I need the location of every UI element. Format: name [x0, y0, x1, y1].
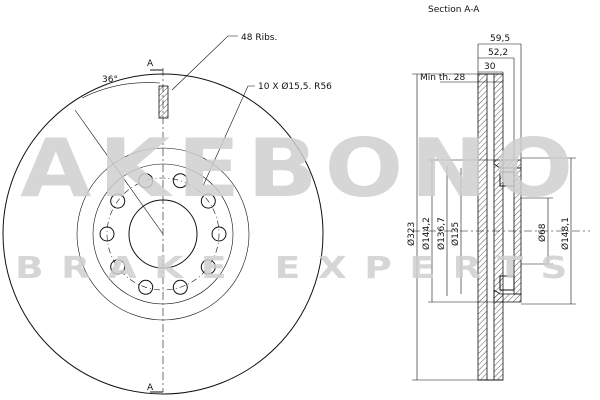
dim-d136: Ø136,7	[436, 217, 447, 250]
bolt-hole	[200, 193, 216, 209]
outer-face-section	[477, 73, 488, 381]
dim-d135: Ø135	[450, 222, 461, 246]
bolt-holes	[99, 173, 227, 295]
ribs-label: 48 Ribs.	[241, 33, 277, 43]
bolt-hole	[138, 279, 154, 295]
hat-top-wall	[493, 159, 522, 169]
section-view	[412, 43, 590, 381]
bolt-hole	[211, 226, 227, 242]
watermark-logo: AKEBONO	[20, 122, 580, 215]
bolt-hole	[200, 259, 216, 275]
section-marker-top: A	[147, 59, 154, 69]
watermark-tagline: BRAKE EXPERTS	[15, 251, 585, 286]
hat-bolt-hole	[499, 171, 515, 187]
holes-label: 10 X Ø15,5. R56	[258, 81, 332, 92]
dim-width-total: 59,5	[490, 34, 510, 44]
dim-width-disc: 30	[484, 62, 496, 72]
holes-leader	[202, 85, 255, 187]
dim-d148: Ø148,1	[560, 217, 571, 250]
bolt-circle	[106, 177, 220, 291]
front-view	[2, 35, 324, 395]
bolt-hole	[138, 173, 154, 189]
min-thickness-label: Min th. 28	[420, 73, 466, 83]
watermark: AKEBONO BRAKE EXPERTS	[15, 122, 585, 286]
angle-arc	[81, 82, 161, 99]
angle-leg-left	[74, 109, 164, 235]
dim-d68: Ø68	[537, 223, 548, 242]
section-marker-bottom: A	[147, 383, 154, 393]
bolt-hole	[110, 193, 126, 209]
dim-width-hat: 52,2	[488, 48, 508, 58]
dim-d144: Ø144,2	[421, 217, 432, 250]
hat-bottom-wall	[493, 289, 522, 303]
rib-slot	[158, 85, 169, 119]
bolt-hole	[99, 226, 115, 242]
hat-bolt-hole	[499, 275, 515, 291]
bolt-hole	[172, 173, 188, 189]
inner-face-section	[493, 73, 504, 381]
ribs-leader	[171, 35, 238, 91]
section-title: Section A-A	[428, 5, 480, 15]
angle-label: 36°	[102, 75, 118, 85]
bolt-hole	[110, 259, 126, 275]
dim-d323: Ø323	[406, 222, 417, 246]
bolt-hole	[172, 279, 188, 295]
